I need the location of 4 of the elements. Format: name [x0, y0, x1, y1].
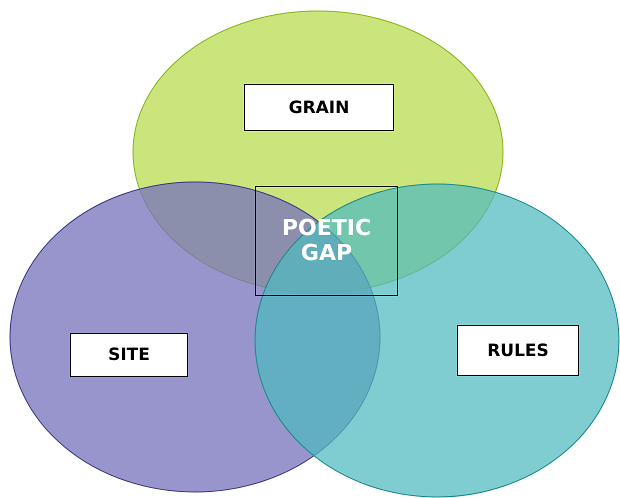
venn-circle — [254, 183, 620, 498]
category-label: GRAIN — [244, 84, 394, 131]
category-label: RULES — [457, 325, 579, 376]
category-label: SITE — [70, 333, 188, 377]
